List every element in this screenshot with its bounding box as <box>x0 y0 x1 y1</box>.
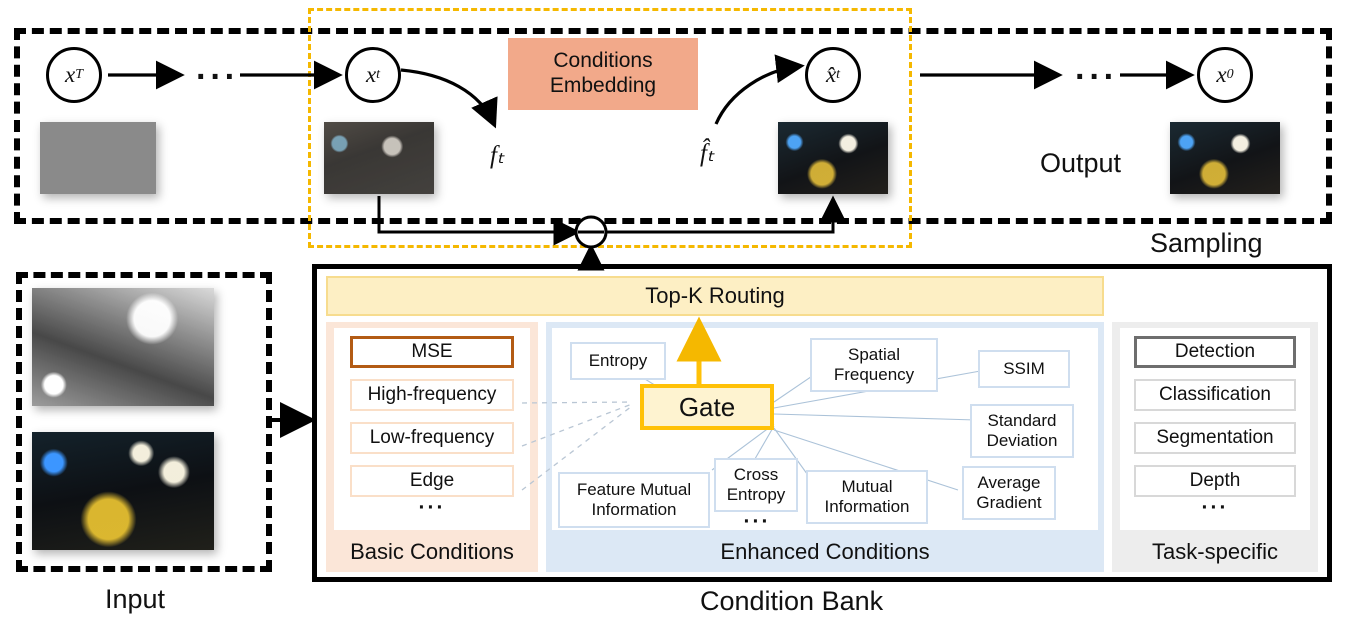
enhanced-box-average-gradient[interactable]: Average Gradient <box>962 466 1056 520</box>
sampling-frame <box>14 28 1332 224</box>
task-specific-column: Detection Classification Segmentation De… <box>1112 322 1318 572</box>
condition-pill-edge[interactable]: Edge <box>350 465 514 497</box>
task-pill-detection[interactable]: Detection <box>1134 336 1296 368</box>
enhanced-box-average-gradient-line1: Average <box>977 473 1041 493</box>
enhanced-box-standard-deviation[interactable]: Standard Deviation <box>970 404 1074 458</box>
enhanced-box-standard-deviation-line2: Deviation <box>986 431 1058 450</box>
enhanced-box-average-gradient-line2: Gradient <box>976 493 1042 512</box>
basic-conditions-inner: MSE High-frequency Low-frequency Edge ··… <box>334 328 530 530</box>
basic-conditions-caption-label: Basic Conditions <box>350 539 514 564</box>
enhanced-conditions-inner: Gate Entropy Spatial Frequency SSIM Stan… <box>552 328 1098 533</box>
feature-fhat-t-label: f̂ₜ <box>700 140 715 167</box>
task-pill-detection-label: Detection <box>1174 341 1256 362</box>
sampling-label: Sampling <box>1150 228 1263 258</box>
enhanced-box-entropy[interactable]: Entropy <box>570 342 666 380</box>
enhanced-box-mutual-information-line1: Mutual <box>841 477 893 497</box>
task-specific-caption: Task-specific <box>1112 532 1318 572</box>
enhanced-box-feature-mutual-information-line1: Feature Mutual <box>576 480 692 500</box>
enhanced-box-feature-mutual-information[interactable]: Feature Mutual Information <box>558 472 710 528</box>
feature-ft-label: fₜ <box>490 142 505 169</box>
enhanced-box-mutual-information-line2: Information <box>824 497 910 516</box>
top-k-routing-label: Top-K Routing <box>645 283 785 308</box>
enhanced-conditions-caption: Enhanced Conditions <box>546 532 1104 572</box>
basic-conditions-caption: Basic Conditions <box>326 532 538 572</box>
condition-pill-high-frequency-label: High-frequency <box>367 384 497 405</box>
conditions-embedding-line1: Conditions <box>553 49 653 73</box>
input-frame <box>16 272 272 572</box>
noise-image-thumbnail <box>40 122 156 194</box>
input-visible-thumbnail <box>32 432 214 550</box>
enhanced-box-ssim[interactable]: SSIM <box>978 350 1070 388</box>
input-infrared-thumbnail <box>32 288 214 406</box>
conditions-embedding-line2: Embedding <box>549 74 657 97</box>
task-pill-segmentation-label: Segmentation <box>1156 427 1274 448</box>
enhanced-box-entropy-label: Entropy <box>588 351 648 371</box>
condition-pill-mse-label: MSE <box>411 341 453 362</box>
enhanced-box-cross-entropy-line1: Cross <box>733 465 779 485</box>
ellipsis-left: ··· <box>196 58 239 96</box>
gate-box[interactable]: Gate <box>640 384 774 430</box>
top-k-routing-bar[interactable]: Top-K Routing <box>326 276 1104 316</box>
output-image-thumbnail <box>1170 122 1280 194</box>
xt-image-thumbnail <box>324 122 434 194</box>
enhanced-box-feature-mutual-information-line2: Information <box>591 500 677 519</box>
task-pill-segmentation[interactable]: Segmentation <box>1134 422 1296 454</box>
enhanced-box-spatial-frequency-line1: Spatial <box>848 345 900 365</box>
enhanced-box-cross-entropy-line2: Entropy <box>726 485 786 504</box>
condition-pill-low-frequency[interactable]: Low-frequency <box>350 422 514 454</box>
arrow-fhat-to-xhat <box>714 54 805 125</box>
condition-pill-low-frequency-label: Low-frequency <box>369 427 495 448</box>
conditions-embedding-box: Conditions Embedding <box>508 38 698 110</box>
enhanced-conditions-column: Gate Entropy Spatial Frequency SSIM Stan… <box>546 322 1104 572</box>
ellipsis-right: ··· <box>1075 58 1118 96</box>
task-pill-depth[interactable]: Depth <box>1134 465 1296 497</box>
node-x-0-sub: 0 <box>1226 67 1234 82</box>
node-x-hat-t-label: x̂ <box>825 62 837 87</box>
condition-pill-high-frequency[interactable]: High-frequency <box>350 379 514 411</box>
enhanced-box-standard-deviation-line1: Standard <box>987 411 1057 431</box>
task-pill-depth-label: Depth <box>1189 470 1241 491</box>
input-label: Input <box>105 584 166 614</box>
task-specific-ellipsis: ··· <box>1201 496 1229 519</box>
condition-pill-mse[interactable]: MSE <box>350 336 514 368</box>
enhanced-box-mutual-information[interactable]: Mutual Information <box>806 470 928 524</box>
enhanced-conditions-ellipsis: ··· <box>743 510 771 533</box>
denoise-step-highlight-frame <box>308 8 912 248</box>
task-specific-inner: Detection Classification Segmentation De… <box>1120 328 1310 530</box>
enhanced-box-ssim-label: SSIM <box>1003 359 1045 379</box>
xhat-t-image-thumbnail <box>778 122 888 194</box>
enhanced-conditions-caption-label: Enhanced Conditions <box>720 539 930 564</box>
node-x-T-sub: T <box>75 67 83 82</box>
node-x-t-sub: t <box>376 67 381 82</box>
basic-conditions-ellipsis: ··· <box>418 496 446 519</box>
condition-pill-edge-label: Edge <box>409 470 455 491</box>
path-xt-to-subtract <box>377 196 581 246</box>
condition-bank-title: Condition Bank <box>700 586 884 616</box>
basic-conditions-column: MSE High-frequency Low-frequency Edge ··… <box>326 322 538 572</box>
task-pill-classification-label: Classification <box>1159 384 1271 405</box>
node-x-hat-t-sub: t <box>836 67 841 82</box>
gate-label: Gate <box>678 391 736 422</box>
basic-to-gate-dashed-links <box>521 401 633 491</box>
path-subtract-to-xhat <box>606 195 847 234</box>
node-x-t-label: x <box>365 62 377 87</box>
enhanced-box-spatial-frequency-line2: Frequency <box>833 365 915 384</box>
task-specific-caption-label: Task-specific <box>1152 539 1278 564</box>
task-pill-classification[interactable]: Classification <box>1134 379 1296 411</box>
enhanced-box-cross-entropy[interactable]: Cross Entropy <box>714 458 798 512</box>
arrow-xt-to-ft <box>400 68 498 129</box>
node-x-T-label: x <box>64 62 76 87</box>
enhanced-box-spatial-frequency[interactable]: Spatial Frequency <box>810 338 938 392</box>
node-x-hat-t: x̂t <box>805 47 861 103</box>
output-label: Output <box>1040 148 1122 178</box>
node-x-0-label: x <box>1216 62 1227 87</box>
